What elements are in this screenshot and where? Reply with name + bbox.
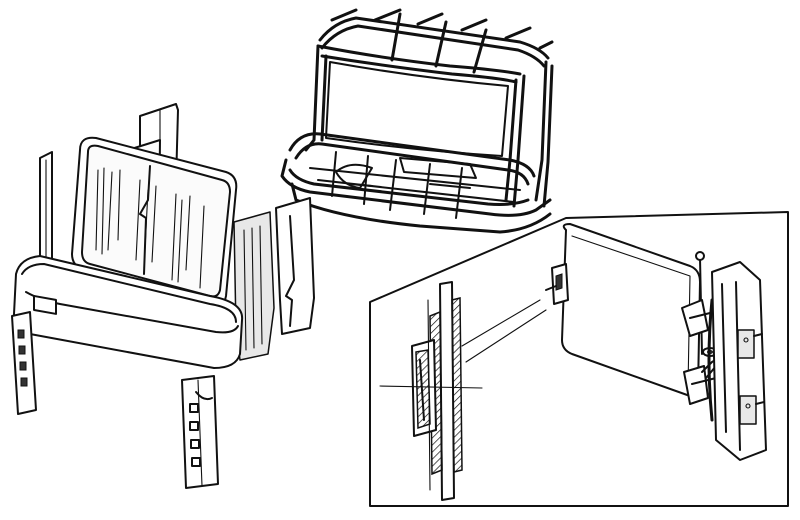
cab-frame [280, 8, 554, 234]
post-mount-lower [739, 395, 757, 425]
door-detail-inset [369, 211, 789, 507]
window-glass [80, 144, 232, 298]
leader-line-upper [461, 299, 541, 347]
hinge-strip [707, 298, 714, 422]
left-leg-holes [17, 329, 28, 387]
hinge-lower [683, 365, 709, 405]
door-panel [561, 223, 701, 398]
post-mount-upper [737, 329, 755, 359]
right-leg-holes [189, 403, 201, 467]
seal-cross-section [379, 281, 483, 501]
inset-border [369, 211, 789, 507]
dash-badge [33, 294, 57, 315]
front-window-assembly [11, 103, 315, 489]
leader-line-lower [465, 309, 547, 363]
right-outer-panel [275, 197, 315, 335]
hinge-upper [681, 299, 709, 337]
